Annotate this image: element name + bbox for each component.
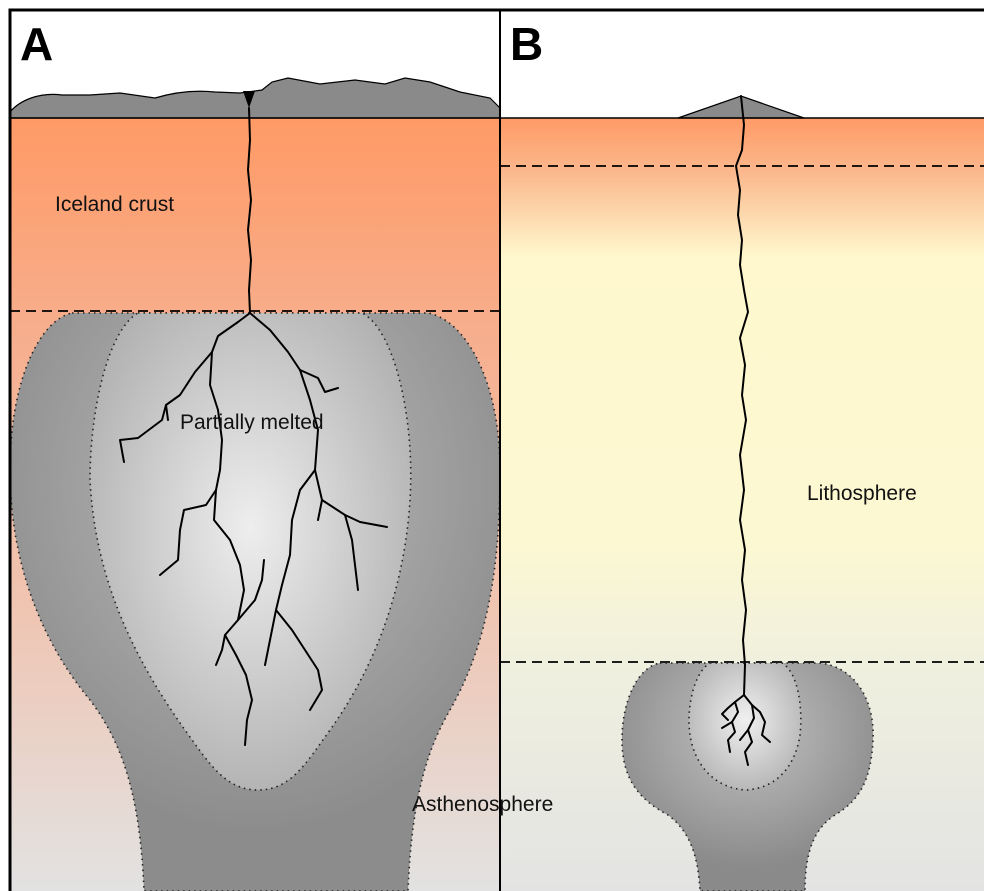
panel-a-label: A (20, 18, 53, 70)
panel-b: Lithosphere B (500, 10, 984, 891)
panel-a: Iceland crust Partially melted A (10, 10, 500, 891)
iceland-crust-label: Iceland crust (55, 193, 174, 216)
panel-b-label: B (510, 18, 543, 70)
lithosphere-label: Lithosphere (807, 482, 917, 505)
partially-melted-label: Partially melted (180, 411, 324, 434)
asthenosphere-label: Asthenosphere (412, 793, 553, 816)
